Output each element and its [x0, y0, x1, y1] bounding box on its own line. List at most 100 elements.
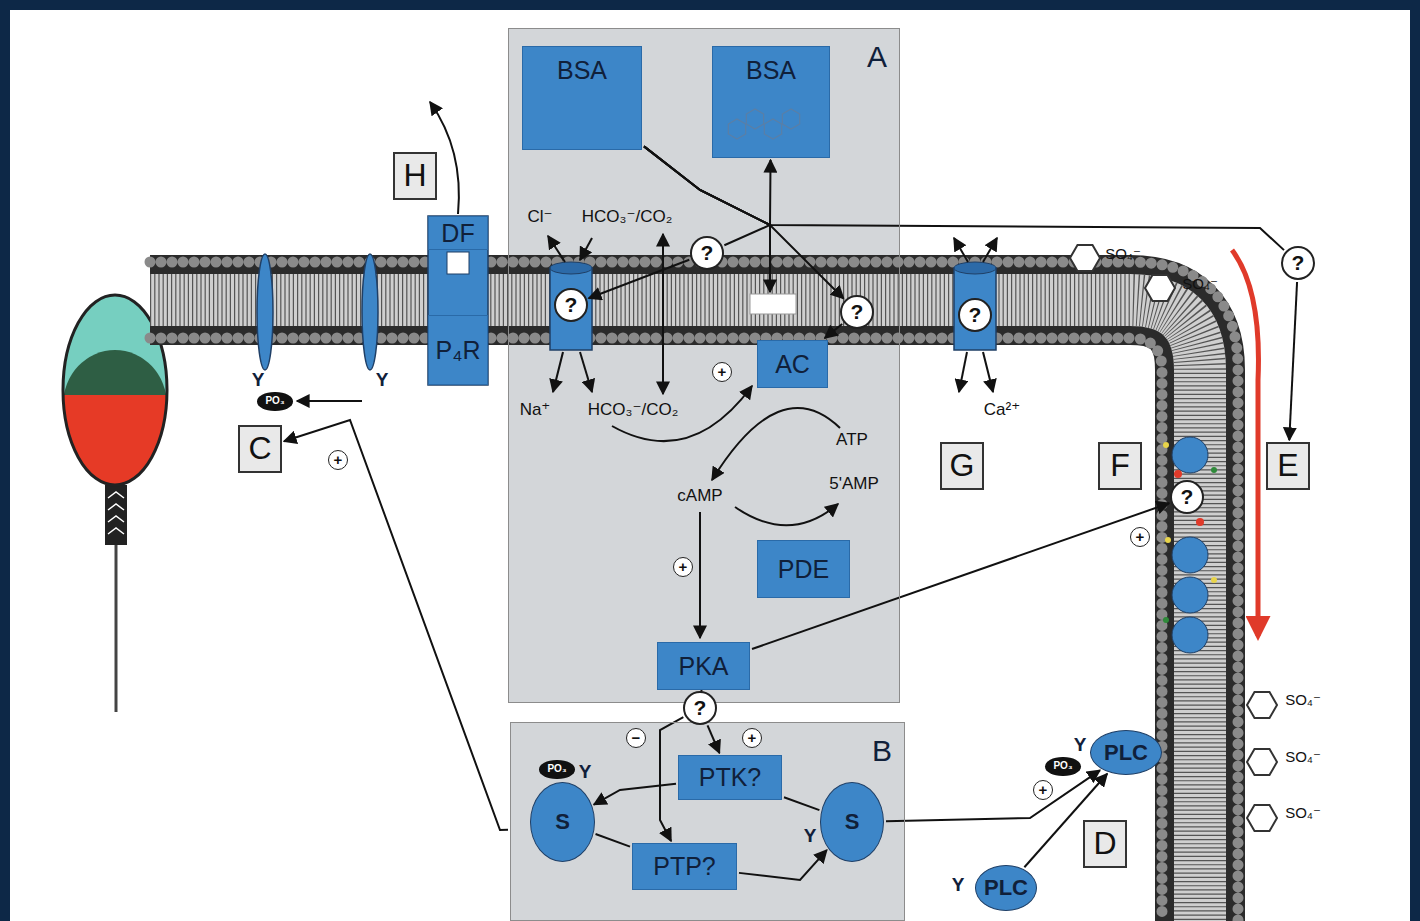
cholesterol-patch — [750, 294, 796, 314]
node-text: G — [950, 449, 975, 483]
tyrosine-label: Y — [579, 762, 592, 782]
phosphate-tag: PO₃ — [539, 760, 574, 779]
substrate-ellipse: S — [530, 782, 595, 862]
protein-box: PKA — [657, 642, 750, 690]
tyrosine-label: Y — [376, 370, 389, 390]
connector — [1289, 282, 1297, 440]
node-text: PTK? — [699, 764, 762, 790]
connector — [739, 850, 827, 880]
protein-box: AC — [757, 340, 828, 388]
sulfate-label: SO₄⁻ — [1285, 692, 1321, 708]
node-text: PO₃ — [1053, 761, 1072, 772]
node-text: PDE — [778, 556, 829, 582]
unknown-step-circle: ? — [683, 691, 717, 725]
ion-label: Ca²⁺ — [984, 401, 1020, 419]
connector — [596, 834, 630, 847]
ion-label: ATP — [836, 431, 868, 449]
panel-letter: A — [867, 41, 887, 73]
frame — [5, 5, 1415, 921]
membrane-bilayer — [150, 262, 1238, 921]
connector — [708, 725, 720, 753]
connector — [886, 770, 1100, 821]
node-text: PO₃ — [265, 396, 284, 407]
sign-label: + — [1130, 527, 1150, 547]
sulfate-label: SO₄⁻ — [1285, 749, 1321, 765]
tyrosine-label: Y — [1074, 735, 1087, 755]
sign-label: + — [1033, 780, 1053, 800]
redistribution-arrow — [1232, 250, 1258, 636]
callout-letter: E — [1266, 442, 1310, 490]
node-text: D — [1093, 827, 1116, 861]
connector — [644, 146, 1284, 250]
protein-box: PTK? — [678, 755, 782, 800]
protein-box: BSA — [712, 46, 830, 158]
callout-letter: C — [238, 425, 282, 473]
sulfate-label: SO₄⁻ — [1182, 276, 1218, 292]
substrate-ellipse: PLC — [975, 865, 1037, 911]
node-text: E — [1277, 449, 1298, 483]
sulfate-label: SO₄⁻ — [1105, 246, 1141, 262]
sign-label: + — [328, 450, 348, 470]
unknown-step-circle: ? — [840, 295, 874, 329]
panel-ground — [510, 722, 905, 921]
node-text: BSA — [557, 57, 607, 83]
connector — [594, 784, 676, 805]
panel: A BSA BSA AC PDE PKA??? — [508, 28, 900, 703]
ion-label: cAMP — [677, 487, 722, 505]
node-text: H — [403, 159, 426, 193]
callout-letter: G — [940, 442, 984, 490]
node-text: AC — [775, 351, 810, 377]
node-text: ? — [851, 301, 864, 323]
panel-letter: B — [872, 735, 892, 767]
node-text: ? — [694, 697, 707, 719]
protein-box: P₄R — [428, 315, 488, 385]
phosphate-tag: PO₃ — [1045, 757, 1080, 776]
connector — [825, 324, 842, 338]
camp-pathway-arrows — [612, 225, 840, 638]
callout-letter: D — [1083, 820, 1127, 868]
node-text: DF — [441, 220, 474, 246]
unknown-step-circle: ? — [1281, 246, 1315, 280]
sign-label: + — [673, 557, 693, 577]
connector — [644, 146, 771, 225]
receptor-frame — [428, 102, 488, 385]
connector — [784, 797, 819, 810]
ion-label: HCO₃⁻/CO₂ — [582, 208, 673, 226]
node-text: PKA — [678, 653, 728, 679]
node-text: PO₃ — [547, 764, 566, 775]
ion-label: Cl⁻ — [527, 208, 552, 226]
tyrosine-label: Y — [804, 826, 817, 846]
node-text: ? — [969, 304, 982, 326]
phosphate-tag: PO₃ — [257, 392, 292, 411]
sign-label: + — [742, 728, 762, 748]
protein-box: PDE — [757, 540, 850, 598]
unknown-step-circle: ? — [1170, 480, 1204, 514]
tyrosine-label: Y — [252, 370, 265, 390]
panel-ground — [508, 28, 900, 703]
unknown-step-circle: ? — [690, 236, 724, 270]
lipid-raft — [1163, 437, 1217, 653]
unknown-step-circle: ? — [554, 288, 588, 322]
ion-channel — [548, 236, 592, 392]
unknown-step-circle: ? — [958, 298, 992, 332]
sperm-cell — [60, 290, 170, 712]
connector — [589, 260, 690, 298]
tyrosine-label: Y — [952, 875, 965, 895]
node-text: PLC — [984, 876, 1028, 899]
node-text: ? — [701, 242, 714, 264]
node-text: ? — [565, 294, 578, 316]
protein-box: DF — [428, 216, 488, 250]
sulfate-label: SO₄⁻ — [1285, 805, 1321, 821]
sign-label: − — [626, 728, 646, 748]
node-text: ? — [1181, 486, 1194, 508]
connector — [752, 503, 1169, 649]
node-text: S — [845, 810, 860, 833]
node-text: PLC — [1104, 741, 1148, 764]
sign-label: + — [712, 362, 732, 382]
connector — [284, 420, 508, 830]
panel: B PTK? PTP? S S PO₃ — [510, 722, 905, 921]
cholesterol-sketch — [725, 99, 815, 147]
protein-box: PTP? — [632, 843, 737, 890]
callout-letter: F — [1098, 442, 1142, 490]
node-text: F — [1110, 449, 1130, 483]
